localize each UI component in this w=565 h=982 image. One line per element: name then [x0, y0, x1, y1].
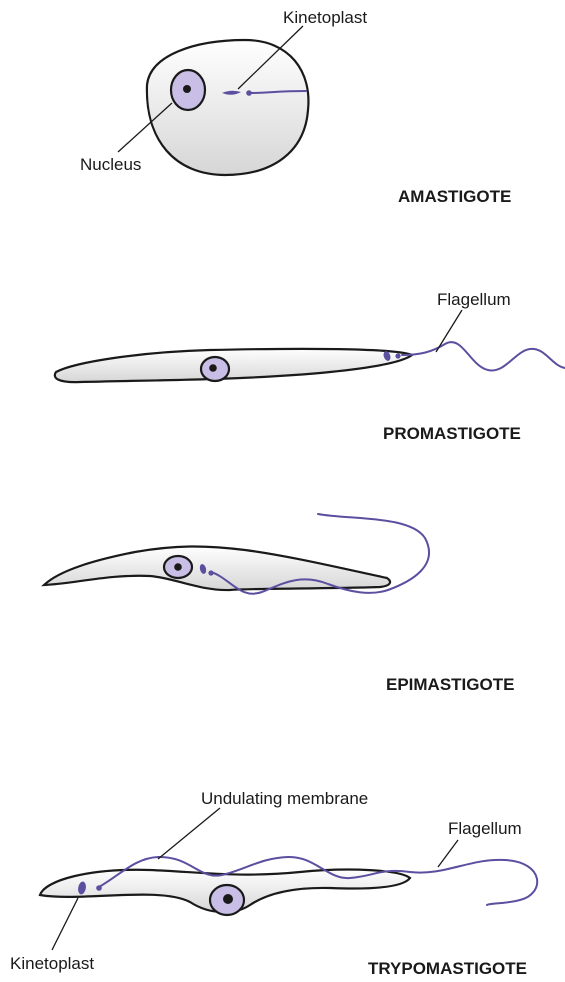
flagellum-leader-line-promastigote	[436, 310, 462, 352]
flagellum-label-promastigote: Flagellum	[437, 290, 511, 309]
stage-label-amastigote: AMASTIGOTE	[398, 187, 511, 206]
stage-label-promastigote: PROMASTIGOTE	[383, 424, 521, 443]
undulating-membrane-leader-line	[158, 808, 220, 859]
promastigote-nucleolus	[209, 364, 217, 372]
undulating-membrane-label: Undulating membrane	[201, 789, 368, 808]
promastigote-group: Flagellum PROMASTIGOTE	[55, 290, 565, 443]
amastigote-nucleolus	[183, 85, 191, 93]
amastigote-group: Kinetoplast Nucleus AMASTIGOTE	[80, 8, 511, 206]
amastigote-cell-body	[147, 40, 309, 175]
promastigote-basal-body	[395, 353, 400, 358]
stage-label-epimastigote: EPIMASTIGOTE	[386, 675, 514, 694]
nucleus-label: Nucleus	[80, 155, 141, 174]
promastigote-flagellum	[402, 342, 565, 370]
epimastigote-group: EPIMASTIGOTE	[44, 514, 514, 694]
flagellum-label-trypomastigote: Flagellum	[448, 819, 522, 838]
kinetoplast-leader-line-bottom	[52, 898, 78, 950]
stage-label-trypomastigote: TRYPOMASTIGOTE	[368, 959, 527, 978]
amastigote-basal-body	[246, 90, 252, 96]
kinetoplast-label-top: Kinetoplast	[283, 8, 367, 27]
trypomastigote-group: Undulating membrane Flagellum Kinetoplas…	[10, 789, 537, 978]
trypomastigote-nucleolus	[223, 894, 233, 904]
promastigote-cell-body	[55, 349, 412, 382]
epimastigote-basal-body	[208, 570, 213, 575]
epimastigote-cell-body	[44, 546, 390, 590]
epimastigote-nucleolus	[174, 563, 182, 571]
trypomastigote-basal-body	[96, 885, 102, 891]
flagellum-leader-line-trypomastigote	[438, 840, 458, 867]
kinetoplast-label-bottom: Kinetoplast	[10, 954, 94, 973]
